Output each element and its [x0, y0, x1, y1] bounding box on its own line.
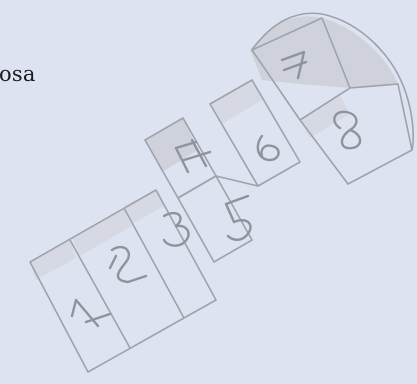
number-3-mark: [164, 213, 189, 246]
cell-divider-1-2: [70, 240, 130, 348]
number-5-mark: [226, 196, 250, 240]
shade-cell-8: [300, 96, 350, 138]
number-6-mark: [258, 136, 279, 160]
cell-divider-5-6: [216, 176, 258, 186]
number-2-mark: [110, 247, 146, 282]
number-1-mark: [72, 300, 110, 326]
